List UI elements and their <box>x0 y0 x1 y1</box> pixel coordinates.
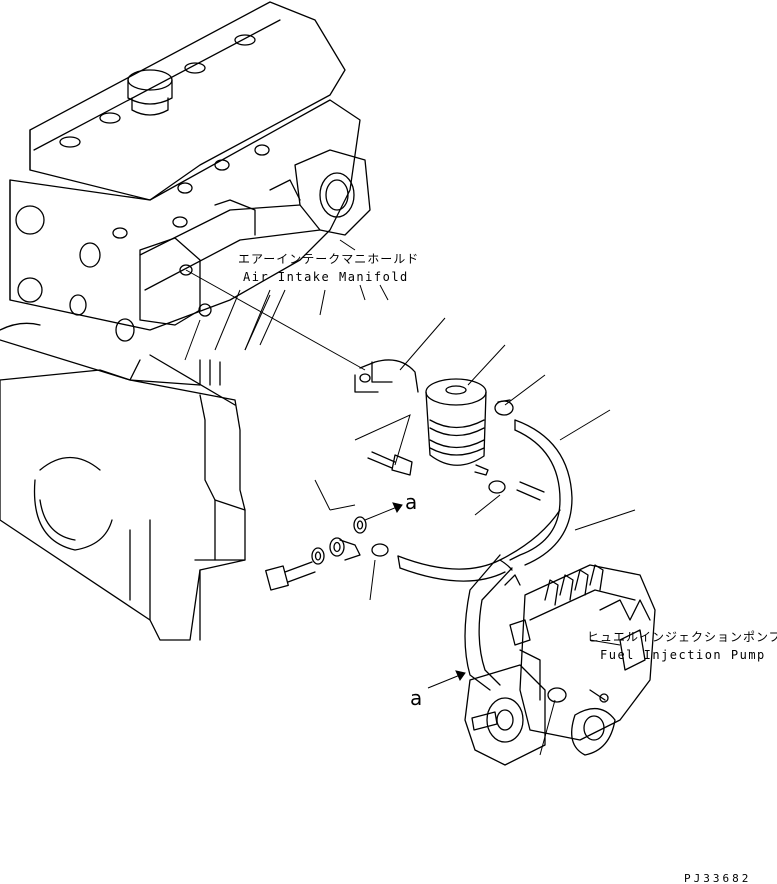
air-intake-manifold-label-jp: エアーインテークマニホールド <box>238 252 420 266</box>
mounting-bolt <box>367 451 413 476</box>
drawing-code: PJ33682 <box>684 872 752 884</box>
hose-clamp-upper <box>494 399 514 416</box>
reference-arrows <box>364 502 466 689</box>
fuel-injection-pump <box>464 564 656 766</box>
engine-block <box>0 1 371 641</box>
air-intake-manifold-label-en: Air Intake Manifold <box>243 270 409 284</box>
leader-lines <box>185 239 636 756</box>
fuel-injection-pump-label-jp: ヒュエルインジェクションポンプ <box>587 630 777 644</box>
fuel-hose-outlet <box>509 419 573 566</box>
fuel-injection-pump-label-en: Fuel Injection Pump <box>600 648 766 662</box>
hose-clamp-lower <box>488 480 506 494</box>
reference-a-upper: a <box>405 490 418 514</box>
fuel-hose-inlet <box>397 509 561 691</box>
fuel-filter <box>425 378 489 476</box>
reference-a-lower: a <box>410 686 423 710</box>
strap-clamp <box>354 359 419 393</box>
banjo-fitting-kit <box>265 516 389 591</box>
